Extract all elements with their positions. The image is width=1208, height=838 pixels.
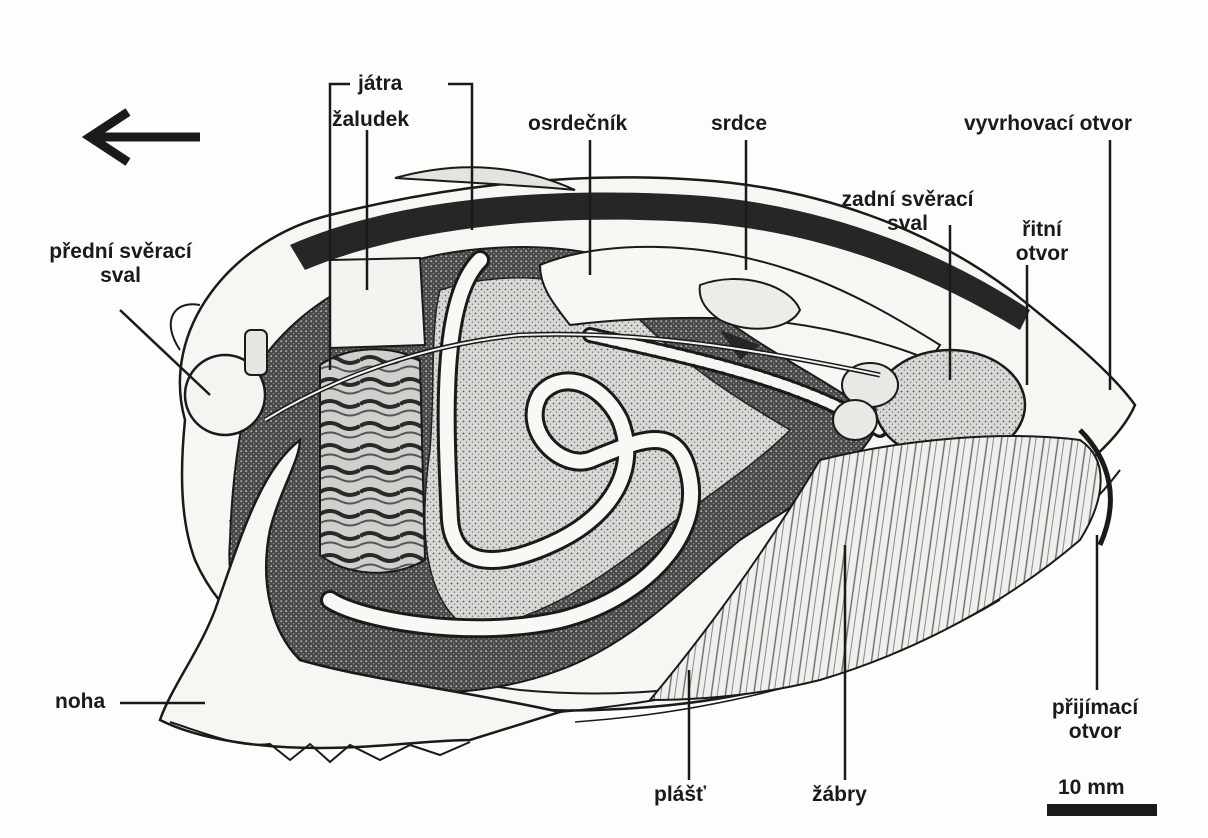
- label-inhalant-siphon-line1: přijímací: [1030, 696, 1160, 720]
- label-anterior-adductor-line2: sval: [28, 264, 213, 288]
- label-heart: srdce: [711, 112, 767, 136]
- direction-arrow: [90, 112, 200, 162]
- label-anus-line1: řitní: [1002, 218, 1082, 242]
- label-inhalant-siphon: přijímací otvor: [1030, 696, 1160, 744]
- label-liver: játra: [358, 72, 402, 96]
- scale-bar-label: 10 mm: [1058, 776, 1125, 800]
- label-anus: řitní otvor: [1002, 218, 1082, 266]
- label-pericardium: osrdečník: [528, 112, 627, 136]
- label-mantle: plášť: [654, 783, 706, 807]
- label-gills: žábry: [812, 783, 867, 807]
- label-posterior-adductor: zadní svěrací sval: [830, 188, 985, 236]
- label-posterior-adductor-line2: sval: [830, 212, 985, 236]
- label-exhalant-siphon: vyvrhovací otvor: [964, 112, 1132, 136]
- label-inhalant-siphon-line2: otvor: [1030, 720, 1160, 744]
- label-anus-line2: otvor: [1002, 242, 1082, 266]
- label-anterior-adductor-line1: přední svěrací: [28, 240, 213, 264]
- label-stomach: žaludek: [332, 108, 409, 132]
- label-foot: noha: [55, 690, 105, 714]
- label-posterior-adductor-line1: zadní svěrací: [830, 188, 985, 212]
- label-anterior-adductor: přední svěrací sval: [28, 240, 213, 288]
- scale-bar: [1047, 804, 1157, 816]
